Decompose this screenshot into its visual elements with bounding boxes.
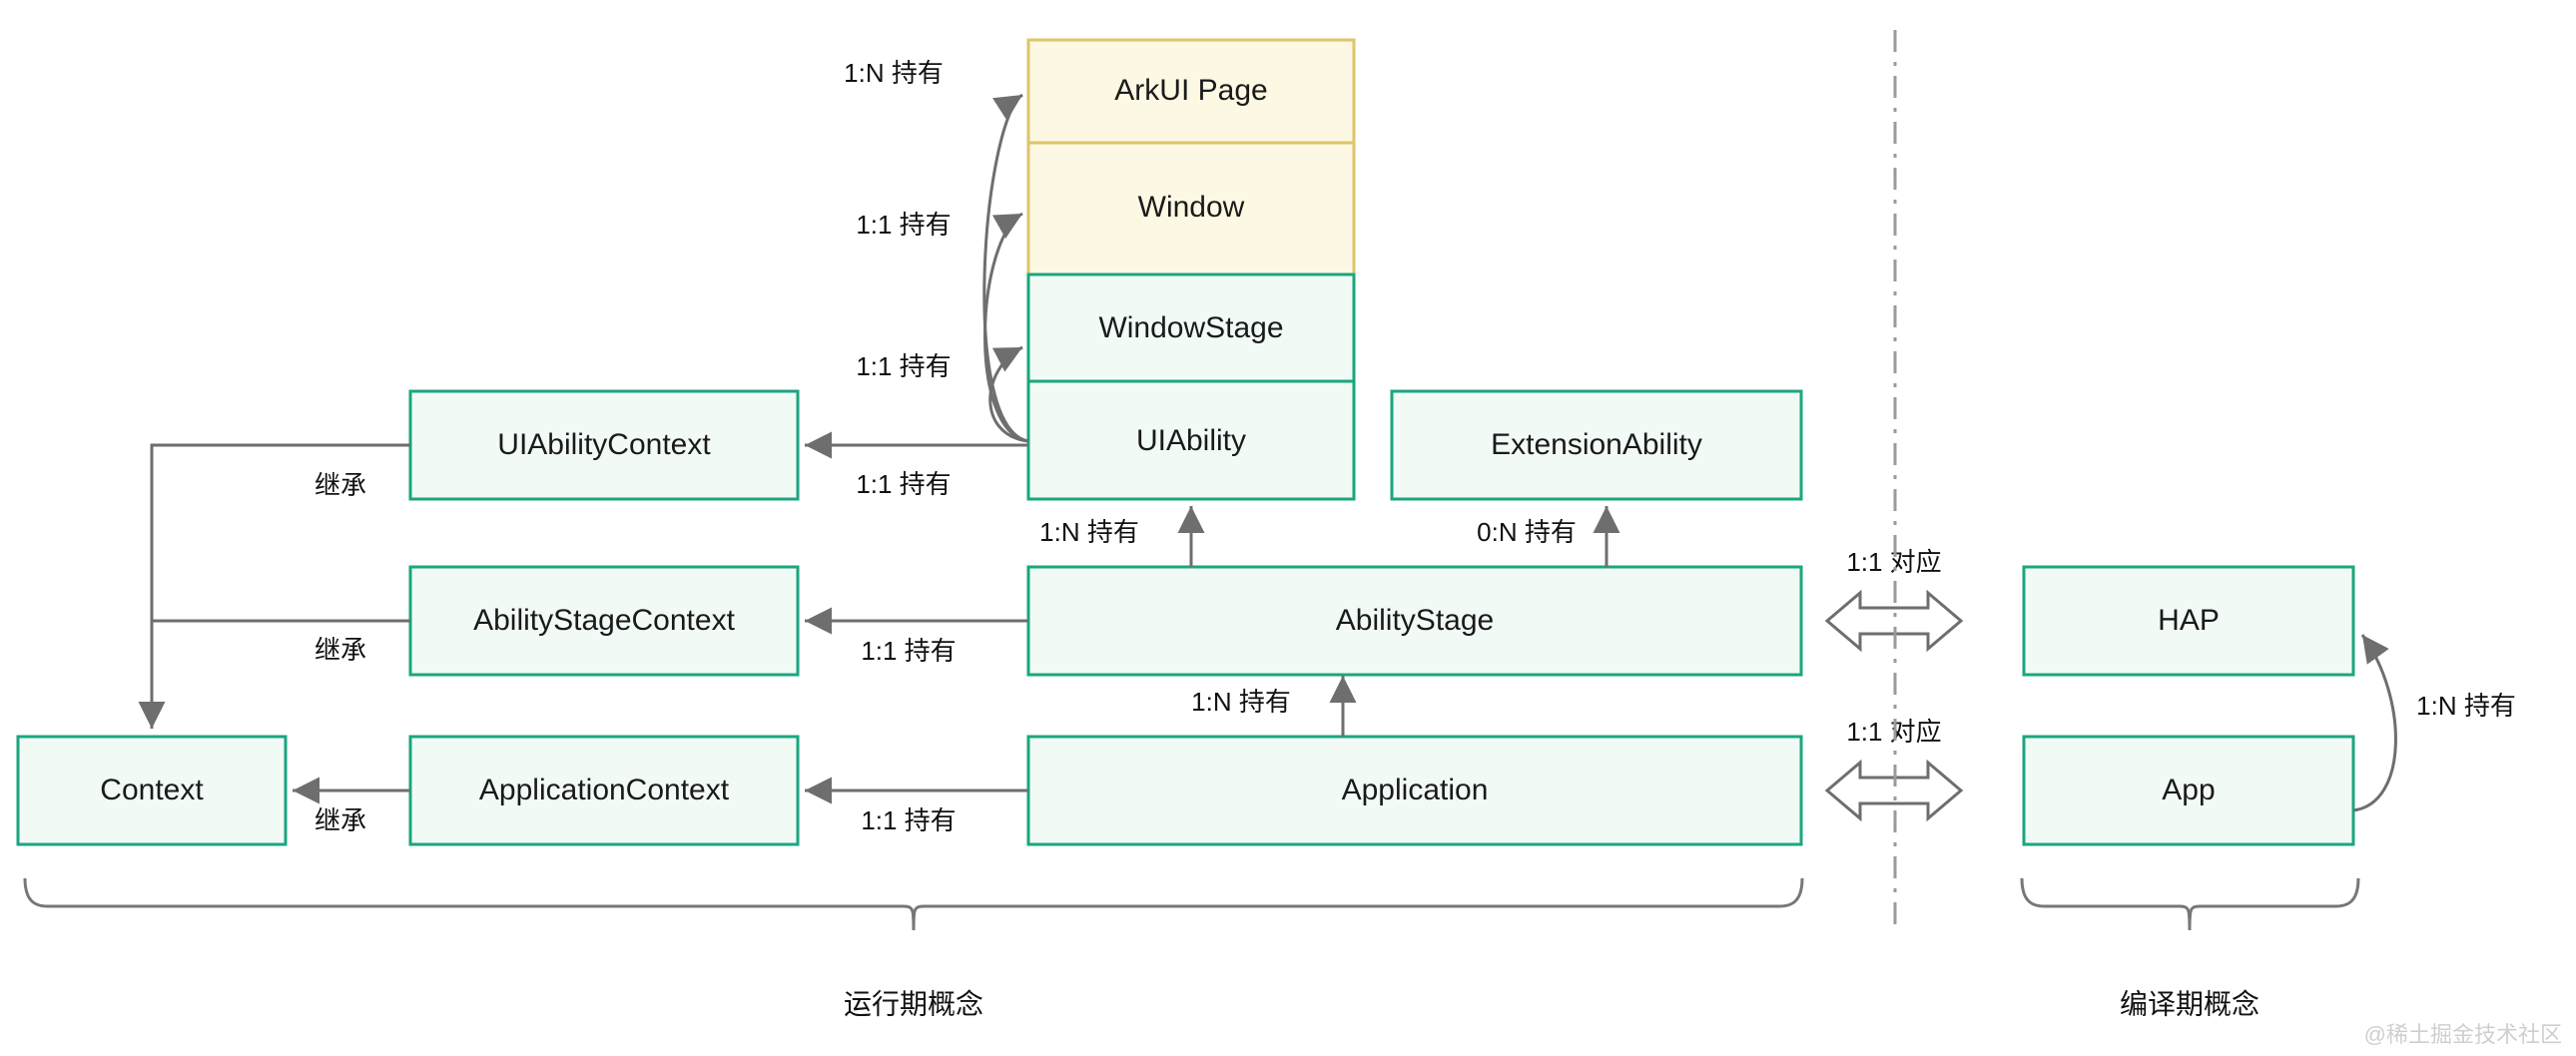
double-arrow-icon-hap <box>1824 589 1964 653</box>
node-window[interactable]: Window <box>1026 141 1356 276</box>
edge-label-abilitystagecontext-context: 继承 <box>315 635 366 665</box>
node-ui-ability[interactable]: UIAbility <box>1026 379 1356 501</box>
node-box-application[interactable] <box>1026 735 1803 846</box>
watermark-text: @稀土掘金技术社区 <box>2364 1022 2562 1047</box>
edge-label-application-applicationcontext: 1:1 持有 <box>861 805 956 835</box>
edge-label-uiability-window: 1:1 持有 <box>856 210 951 240</box>
node-box-ui-ability[interactable] <box>1026 379 1356 501</box>
edge-application-holds-abilitystage: 1:N 持有 <box>1191 676 1357 737</box>
edge-path-uiability-window <box>983 212 1029 443</box>
edge-abilitystage-holds-extension: 0:N 持有 <box>1477 506 1620 567</box>
node-label-application-context: ApplicationContext <box>479 774 730 806</box>
edge-uiabilityctx-extends-context: 继承 <box>138 443 410 729</box>
edge-app-holds-hap: 1:N 持有 <box>2352 634 2516 812</box>
edge-label-app-hap: 1:N 持有 <box>2416 691 2516 721</box>
brace-icon-runtime <box>23 877 1804 931</box>
group-label-runtime: 运行期概念 <box>844 988 983 1019</box>
edge-label-uiability-arkuipage: 1:N 持有 <box>844 58 944 88</box>
double-arrow-icon-app <box>1824 759 1964 822</box>
edge-label-uiability-windowstage: 1:1 持有 <box>856 351 951 381</box>
edge-path-uiabilitycontext-context <box>138 443 410 729</box>
node-box-ability-stage-context[interactable] <box>408 565 800 677</box>
node-ability-stage[interactable]: AbilityStage <box>1026 565 1803 677</box>
node-app[interactable]: App <box>2022 735 2355 846</box>
node-application[interactable]: Application <box>1026 735 1803 846</box>
compile-group-brace: 编译期概念 <box>2020 877 2360 1019</box>
edge-path-uiability-windowstage <box>988 345 1029 443</box>
node-extension-ability[interactable]: ExtensionAbility <box>1390 389 1803 501</box>
edge-application-holds-ctx: 1:1 持有 <box>805 777 1028 835</box>
node-window-stage[interactable]: WindowStage <box>1026 272 1356 383</box>
edge-uiability-holds-windowstage: 1:1 持有 <box>856 345 1029 443</box>
node-label-ui-ability-context: UIAbilityContext <box>497 428 711 461</box>
node-box-app[interactable] <box>2022 735 2355 846</box>
node-label-window: Window <box>1138 191 1245 224</box>
group-braces-layer: 运行期概念 编译期概念 <box>23 877 2360 1019</box>
edge-abilitystage-holds-ctx: 1:1 持有 <box>805 607 1028 666</box>
edge-label-abilitystage-abilitystagecontext: 1:1 持有 <box>861 636 956 666</box>
edge-abilitystagectx-extends-context: 继承 <box>152 619 410 665</box>
node-ability-stage-context[interactable]: AbilityStageContext <box>408 565 800 677</box>
node-label-arkui-page: ArkUI Page <box>1114 74 1267 107</box>
runtime-group-brace: 运行期概念 <box>23 877 1804 1019</box>
node-label-ability-stage: AbilityStage <box>1336 604 1494 637</box>
node-context[interactable]: Context <box>16 735 288 846</box>
edge-label-application-abilitystage: 1:N 持有 <box>1191 687 1291 717</box>
edge-uiability-holds-window: 1:1 持有 <box>856 210 1029 443</box>
edge-path-uiability-arkuipage <box>982 93 1029 443</box>
node-box-extension-ability[interactable] <box>1390 389 1803 501</box>
edge-label-abilitystage-extension: 0:N 持有 <box>1477 517 1577 547</box>
node-label-extension-ability: ExtensionAbility <box>1491 428 1702 461</box>
node-label-application: Application <box>1342 774 1489 806</box>
node-label-ability-stage-context: AbilityStageContext <box>473 604 735 637</box>
edges-layer: 1:N 持有 1:1 持有 1:1 持有 1:1 持有 1:N 持有 <box>138 58 2516 835</box>
node-box-context[interactable] <box>16 735 288 846</box>
node-arkui-page[interactable]: ArkUI Page <box>1026 38 1356 145</box>
node-box-window[interactable] <box>1026 141 1356 276</box>
node-label-app: App <box>2162 774 2215 806</box>
edge-path-app-hap <box>2352 634 2397 812</box>
edge-uiability-holds-context: 1:1 持有 <box>805 431 1028 499</box>
node-box-arkui-page[interactable] <box>1026 38 1356 145</box>
nodes-layer: ArkUI Page Window WindowStage UIAbility … <box>16 38 2355 846</box>
edge-label-uiabilitycontext-context: 继承 <box>315 470 366 500</box>
edge-uiability-holds-arkuipage: 1:N 持有 <box>844 58 1029 443</box>
edge-label-abilitystage-uiability: 1:N 持有 <box>1039 517 1139 547</box>
node-label-ui-ability: UIAbility <box>1136 424 1246 457</box>
watermark: @稀土掘金技术社区 <box>2364 1022 2562 1047</box>
edge-applicationctx-extends-context: 继承 <box>293 777 410 835</box>
node-box-hap[interactable] <box>2022 565 2355 677</box>
node-hap[interactable]: HAP <box>2022 565 2355 677</box>
node-application-context[interactable]: ApplicationContext <box>408 735 800 846</box>
node-label-hap: HAP <box>2158 604 2220 637</box>
edge-label-applicationcontext-context: 继承 <box>315 805 366 835</box>
node-label-window-stage: WindowStage <box>1098 311 1283 344</box>
node-box-window-stage[interactable] <box>1026 272 1356 383</box>
node-label-context: Context <box>100 774 204 806</box>
node-ui-ability-context[interactable]: UIAbilityContext <box>408 389 800 501</box>
edge-abilitystage-holds-uiability: 1:N 持有 <box>1039 506 1205 567</box>
edge-label-uiability-uiabilitycontext: 1:1 持有 <box>856 469 951 499</box>
group-label-compile: 编译期概念 <box>2120 988 2259 1019</box>
brace-icon-compile <box>2020 877 2360 931</box>
